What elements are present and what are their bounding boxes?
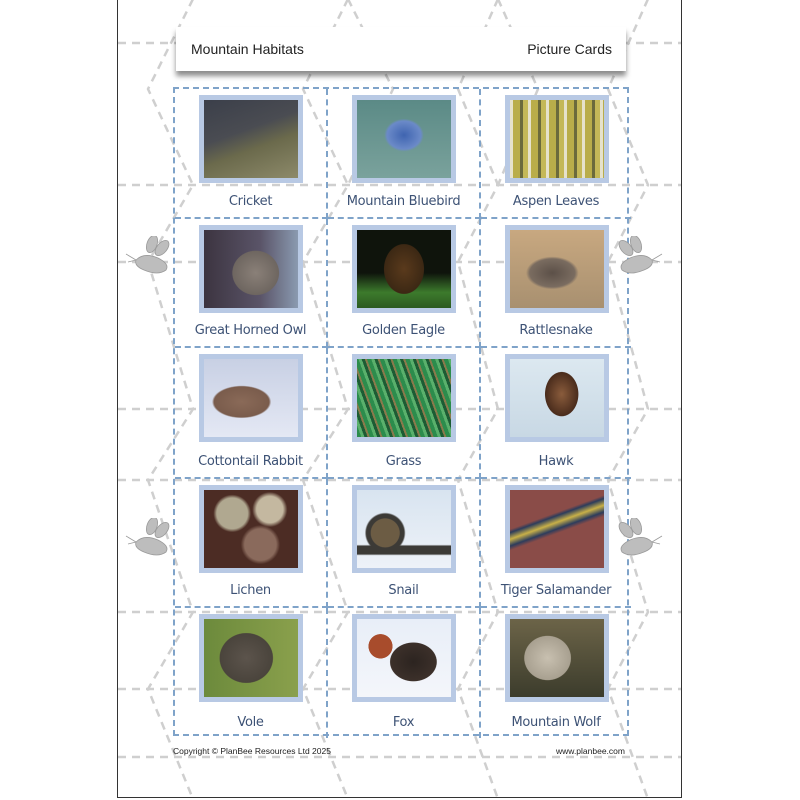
rabbit-photo	[199, 354, 303, 442]
bee-icon	[125, 236, 170, 274]
card-label: Snail	[388, 583, 419, 598]
snail-photo	[352, 485, 456, 573]
card-label: Mountain Wolf	[511, 715, 601, 730]
card-label: Aspen Leaves	[512, 194, 600, 209]
card-aspen-leaves[interactable]: Aspen Leaves	[481, 89, 631, 219]
card-label: Cricket	[228, 194, 273, 209]
card-snail[interactable]: Snail	[328, 479, 481, 608]
rattlesnake-photo	[505, 225, 609, 313]
card-cricket[interactable]: Cricket	[175, 89, 328, 219]
fox-photo	[352, 614, 456, 702]
card-rattlesnake[interactable]: Rattlesnake	[481, 219, 631, 348]
card-label: Grass	[385, 454, 422, 469]
card-mountain-wolf[interactable]: Mountain Wolf	[481, 608, 631, 738]
card-label: Hawk	[538, 454, 574, 469]
bee-icon	[125, 518, 170, 556]
card-label: Tiger Salamander	[500, 583, 612, 598]
website-link[interactable]: www.planbee.com	[556, 746, 625, 756]
card-label: Rattlesnake	[519, 323, 593, 338]
card-label: Golden Eagle	[362, 323, 445, 338]
card-vole[interactable]: Vole	[175, 608, 328, 738]
card-grass[interactable]: Grass	[328, 348, 481, 479]
lichen-photo	[199, 485, 303, 573]
vole-photo	[199, 614, 303, 702]
card-mountain-bluebird[interactable]: Mountain Bluebird	[328, 89, 481, 219]
card-lichen[interactable]: Lichen	[175, 479, 328, 608]
picture-card-grid: Cricket Mountain Bluebird Aspen Leaves G…	[173, 87, 631, 738]
card-cottontail-rabbit[interactable]: Cottontail Rabbit	[175, 348, 328, 479]
hawk-photo	[505, 354, 609, 442]
card-label: Lichen	[230, 583, 271, 598]
cricket-photo	[199, 95, 303, 183]
aspen-photo	[505, 95, 609, 183]
owl-photo	[199, 225, 303, 313]
page-header: Mountain Habitats Picture Cards	[176, 27, 626, 71]
card-label: Cottontail Rabbit	[198, 454, 303, 469]
page-title: Mountain Habitats	[191, 41, 304, 57]
bluebird-photo	[352, 95, 456, 183]
card-hawk[interactable]: Hawk	[481, 348, 631, 479]
wolf-photo	[505, 614, 609, 702]
grass-photo	[352, 354, 456, 442]
card-tiger-salamander[interactable]: Tiger Salamander	[481, 479, 631, 608]
salamander-photo	[505, 485, 609, 573]
card-label: Mountain Bluebird	[346, 194, 461, 209]
bee-icon	[618, 236, 663, 274]
eagle-photo	[352, 225, 456, 313]
copyright-text: Copyright © PlanBee Resources Ltd 2025	[173, 746, 331, 756]
card-golden-eagle[interactable]: Golden Eagle	[328, 219, 481, 348]
card-great-horned-owl[interactable]: Great Horned Owl	[175, 219, 328, 348]
card-fox[interactable]: Fox	[328, 608, 481, 738]
worksheet-page: Mountain Habitats Picture Cards Cricket …	[117, 0, 682, 798]
bee-icon	[618, 518, 663, 556]
card-label: Great Horned Owl	[194, 323, 307, 338]
card-label: Fox	[392, 715, 415, 730]
card-label: Vole	[237, 715, 264, 730]
page-subtitle: Picture Cards	[527, 41, 612, 57]
